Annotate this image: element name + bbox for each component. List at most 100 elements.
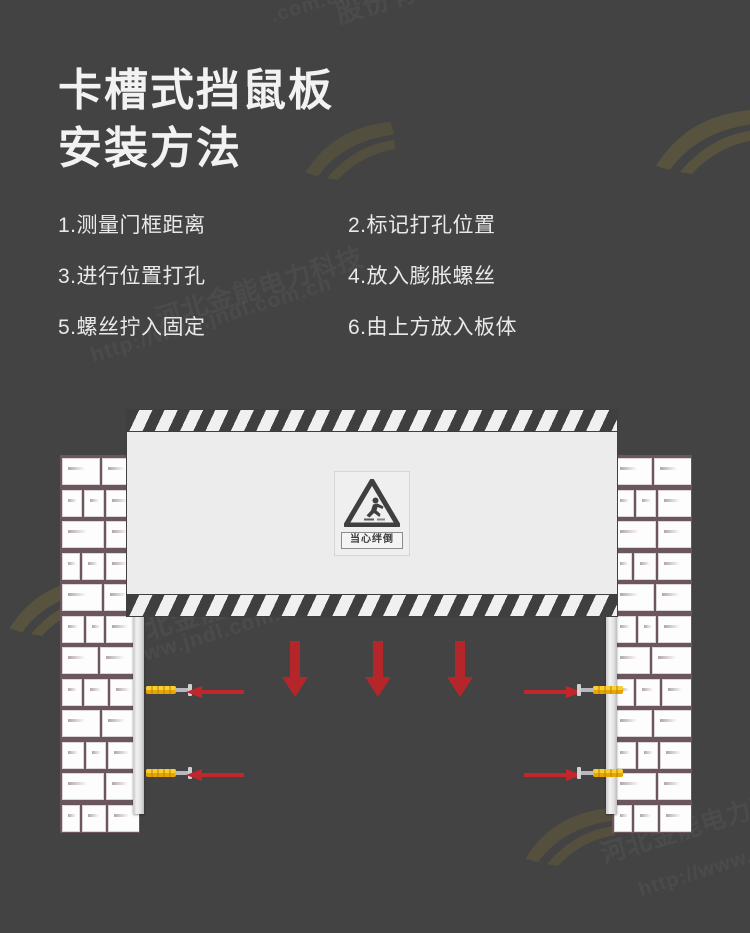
- left-arrow-icon: [186, 686, 244, 698]
- step-item-2: 2.标记打孔位置: [348, 214, 496, 237]
- brick-row: [61, 771, 139, 803]
- step-item-4: 4.放入膨胀螺丝: [348, 265, 496, 288]
- down-arrow-icon: [447, 641, 473, 697]
- title-line-1: 卡槽式挡鼠板: [58, 66, 334, 115]
- brick: [614, 521, 656, 548]
- brick-row: [613, 677, 691, 709]
- brick: [82, 804, 106, 832]
- trip-hazard-icon: [344, 478, 400, 527]
- left-arrow-icon: [186, 769, 244, 781]
- expansion-anchor-icon: [577, 767, 623, 779]
- brick: [638, 741, 658, 769]
- brick-row: [613, 551, 691, 583]
- brick-row: [613, 519, 691, 551]
- brick: [614, 458, 652, 485]
- brick: [62, 710, 100, 737]
- step-item-6: 6.由上方放入板体: [348, 316, 518, 339]
- brick-row: [613, 771, 691, 803]
- brick: [658, 773, 691, 800]
- brick: [62, 647, 98, 674]
- warning-sign-caption: 当心绊倒: [341, 531, 403, 549]
- brick: [654, 710, 691, 737]
- expansion-anchor-icon: [146, 684, 192, 696]
- brick-row: [613, 645, 691, 677]
- step-item-5: 5.螺丝拧入固定: [58, 316, 206, 339]
- rat-guard-board-panel: 当心绊倒: [126, 409, 618, 617]
- brick-row: [61, 645, 139, 677]
- brick: [62, 678, 82, 706]
- brick: [84, 489, 104, 517]
- brick: [86, 741, 106, 769]
- mounting-channel-right: [606, 607, 617, 814]
- brand-swoosh-icon: [656, 110, 750, 174]
- brick: [614, 741, 636, 769]
- right-arrow-icon: [524, 686, 582, 698]
- brick: [84, 678, 108, 706]
- step-item-3: 3.进行位置打孔: [58, 265, 206, 288]
- watermark-text: .com.cn: [268, 0, 354, 28]
- brick-row: [61, 740, 139, 772]
- brick: [658, 489, 691, 517]
- page-title: 卡槽式挡鼠板 安装方法: [58, 62, 334, 178]
- brick: [62, 741, 84, 769]
- warning-sign: 当心绊倒: [334, 470, 410, 556]
- brick: [660, 741, 691, 769]
- brick: [636, 678, 660, 706]
- brick: [652, 647, 691, 674]
- title-line-2: 安装方法: [58, 124, 242, 174]
- brick: [614, 804, 632, 832]
- brick: [614, 678, 634, 706]
- brick: [636, 489, 656, 517]
- watermark-text: 股份有限公司: [330, 0, 502, 31]
- hazard-stripe-bottom: [127, 594, 617, 616]
- brick-row: [61, 582, 139, 614]
- brick-row: [613, 488, 691, 520]
- step-item-1: 1.测量门框距离: [58, 214, 206, 237]
- brick: [614, 615, 636, 643]
- down-arrow-icon: [282, 641, 308, 697]
- down-arrow-icon: [365, 641, 391, 697]
- brick: [614, 552, 632, 580]
- brick-row: [613, 803, 691, 833]
- brick-row: [61, 803, 139, 833]
- mounting-channel-left: [133, 607, 144, 814]
- brick: [658, 615, 691, 643]
- installation-steps: 1.测量门框距离 2.标记打孔位置 3.进行位置打孔 4.放入膨胀螺丝 5.螺丝…: [58, 215, 658, 338]
- brick: [614, 647, 650, 674]
- brick: [102, 710, 139, 737]
- right-arrow-icon: [524, 769, 582, 781]
- brick-row: [613, 708, 691, 740]
- brick-row: [613, 456, 691, 488]
- installation-diagram: 当心绊倒: [0, 395, 750, 855]
- expansion-anchor-icon: [577, 684, 623, 696]
- brick: [100, 647, 139, 674]
- brick: [660, 804, 691, 832]
- brick-row: [613, 614, 691, 646]
- brick-row: [613, 740, 691, 772]
- brick: [662, 678, 691, 706]
- brick-row: [613, 582, 691, 614]
- brick: [62, 584, 102, 611]
- brick: [82, 552, 104, 580]
- brick: [62, 458, 100, 485]
- brick: [656, 584, 691, 611]
- brick: [634, 804, 658, 832]
- hazard-stripe-top: [127, 410, 617, 432]
- brick-row: [61, 677, 139, 709]
- brick-row: [61, 708, 139, 740]
- brick: [654, 458, 691, 485]
- brick: [614, 710, 652, 737]
- brick: [614, 489, 634, 517]
- brick: [614, 584, 654, 611]
- panel-face: 当心绊倒: [127, 433, 617, 593]
- brick: [658, 552, 691, 580]
- brick-wall-column-right: [612, 455, 692, 833]
- brick: [62, 804, 80, 832]
- expansion-anchor-icon: [146, 767, 192, 779]
- brick: [658, 521, 691, 548]
- brick: [86, 615, 104, 643]
- brick: [62, 615, 84, 643]
- brick: [614, 773, 656, 800]
- brick: [62, 521, 104, 548]
